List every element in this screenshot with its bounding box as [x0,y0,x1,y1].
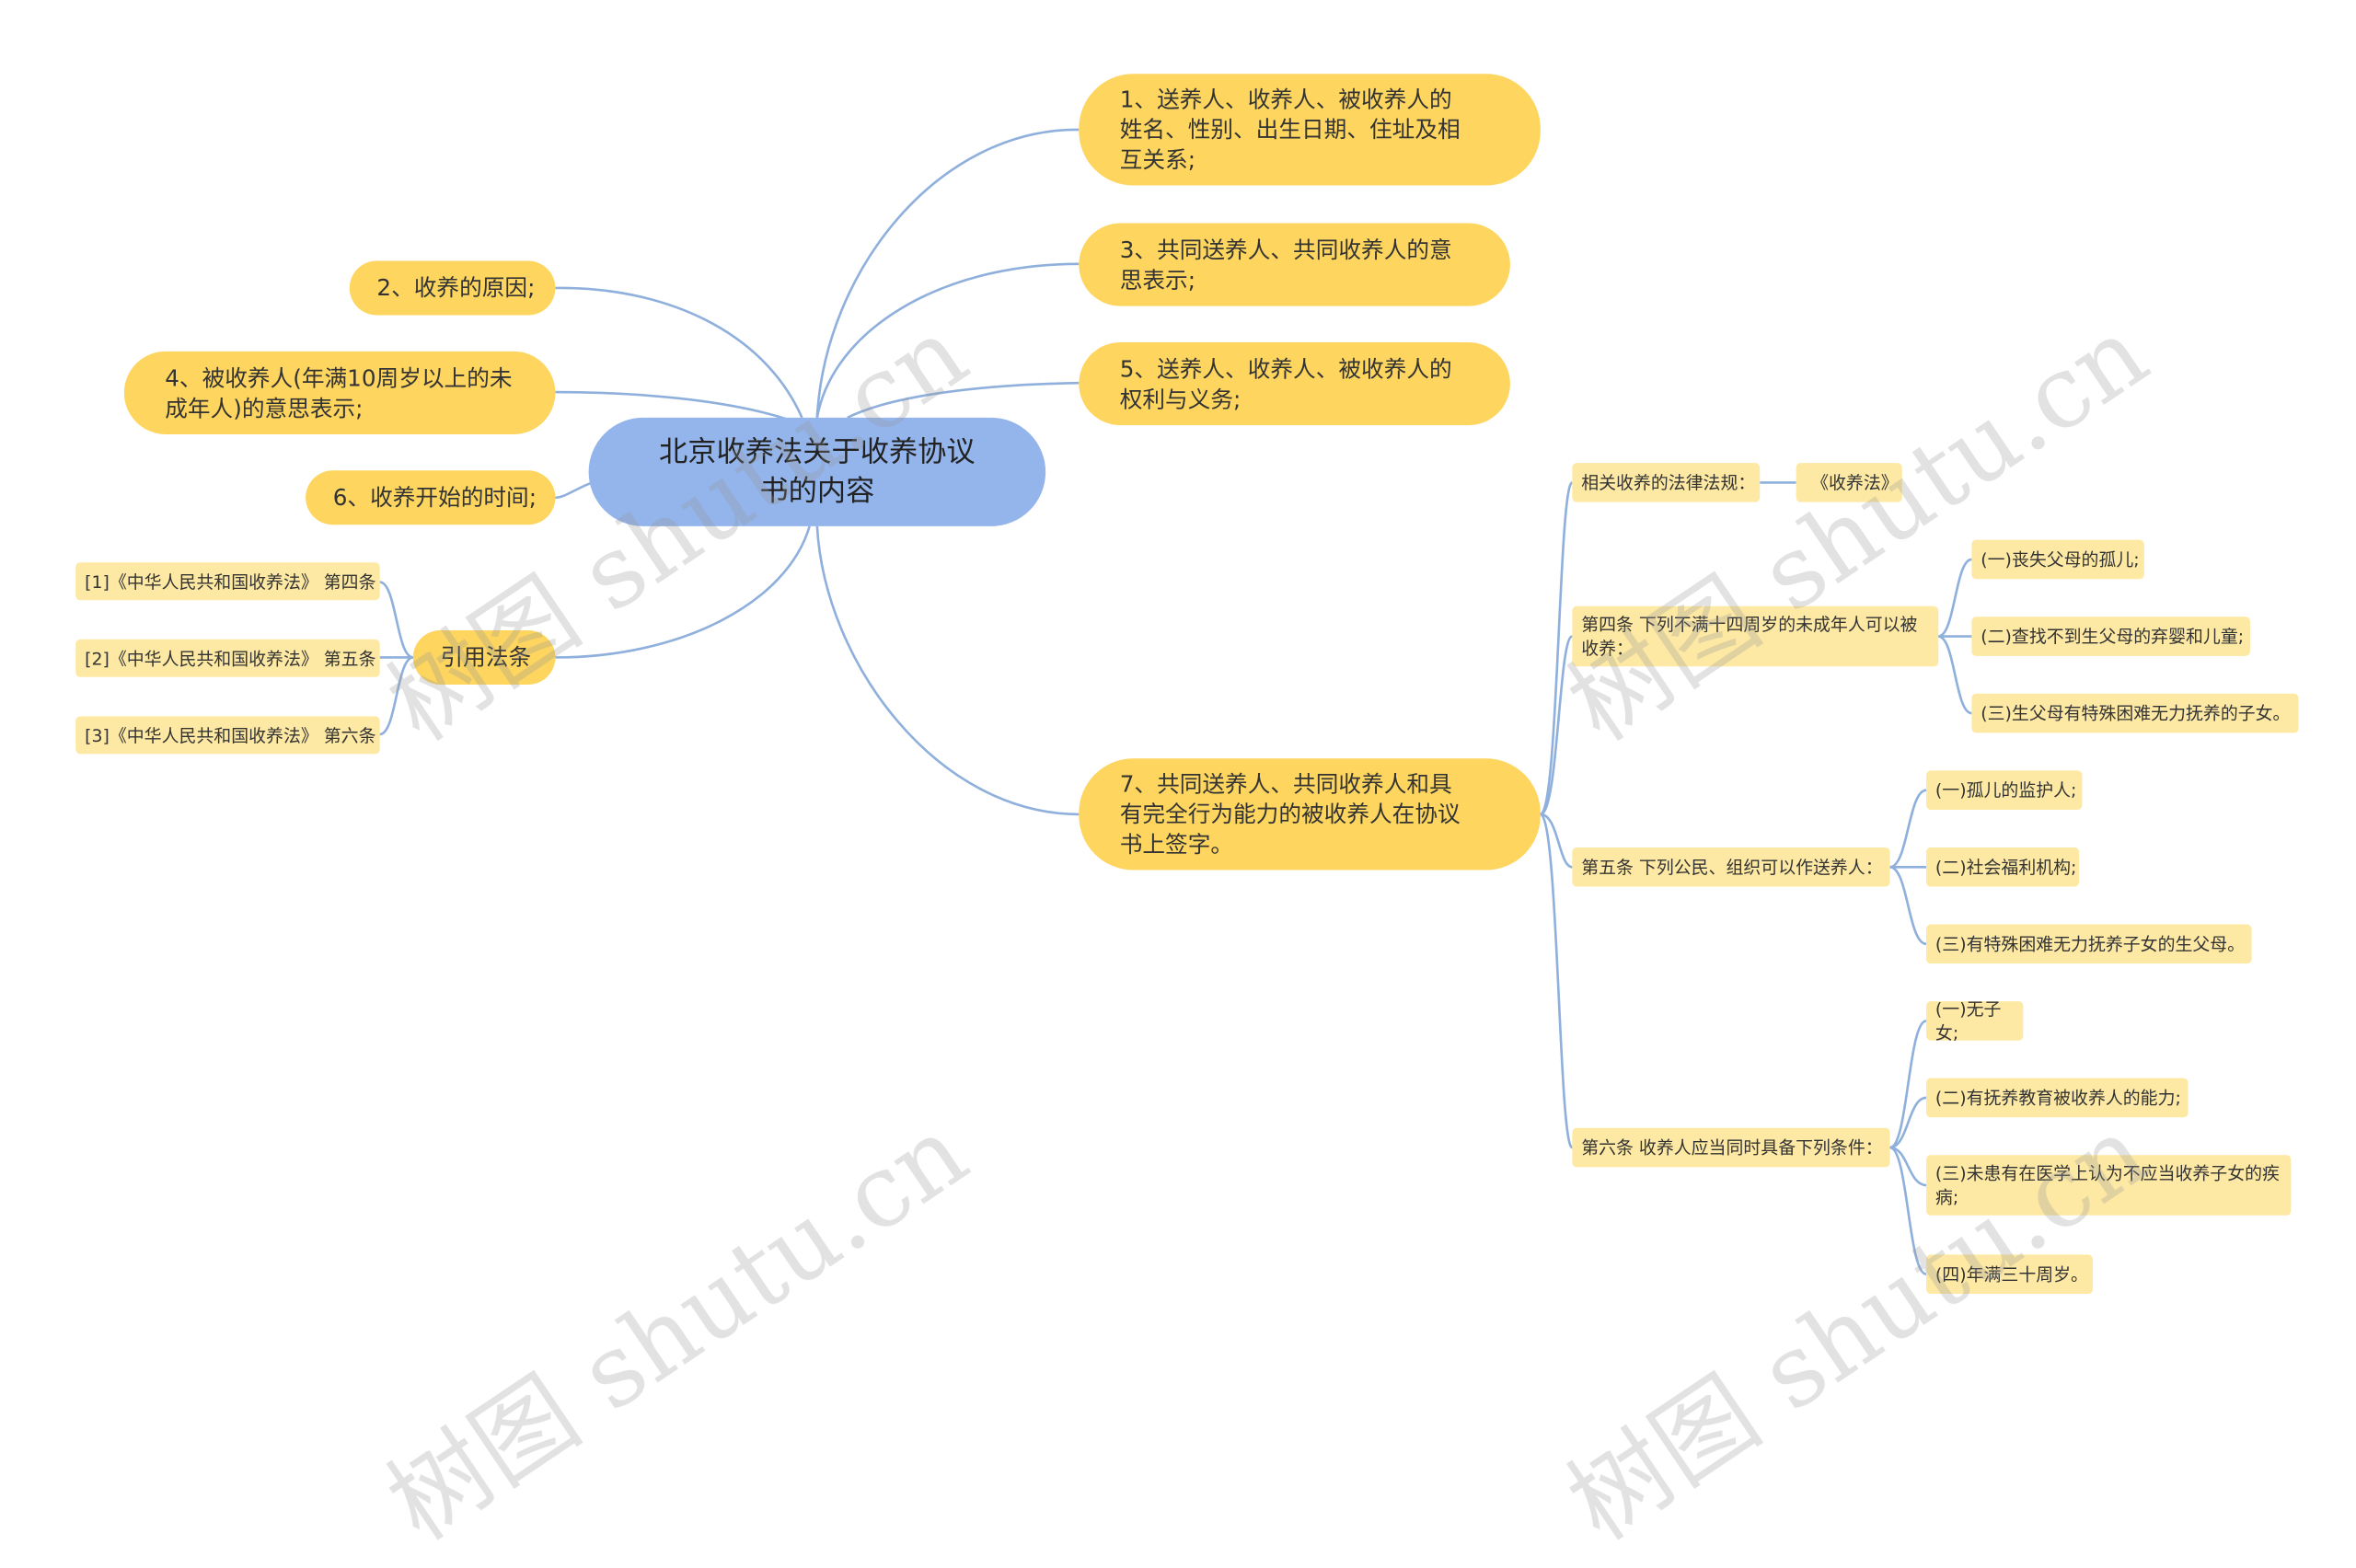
topic-item-5-label: 5、送养人、收养人、被收养人的 权利与义务; [1119,354,1452,413]
link-art6-2 [1889,1096,1927,1149]
link-cite-3 [379,656,414,736]
topic-item-2[interactable]: 2、收养的原因; [349,260,556,316]
topic-item-6-label: 6、收养开始的时间; [332,484,537,512]
topic-item-3[interactable]: 3、共同送养人、共同收养人的意 思表示; [1079,223,1510,306]
article-6-item-4-label: (四)年满三十周岁。 [1934,1263,2088,1286]
article-5-item-2-label: (二)社会福利机构; [1934,856,2077,878]
citation-2-label: [2]《中华人民共和国收养法》 第五条 [85,647,376,669]
article-6-item-2[interactable]: (二)有抚养教育被收养人的能力; [1926,1078,2189,1118]
topic-item-4-label: 4、被收养人(年满10周岁以上的未 成年人)的意思表示; [165,363,513,422]
article-4-item-2-label: (二)查找不到生父母的弃婴和儿童; [1981,626,2245,648]
article-6-item-1-label: (一)无子女; [1934,997,2002,1043]
law-related[interactable]: 相关收养的法律法规： [1572,463,1761,502]
article-6-item-1[interactable]: (一)无子女; [1926,998,2024,1043]
article-4-item-3-label: (三)生父母有特殊困难无力抚养的子女。 [1981,702,2291,724]
link-cite-1 [379,581,414,659]
topic-item-2-label: 2、收养的原因; [376,274,536,302]
article-6[interactable]: 第六条 收养人应当同时具备下列条件： [1572,1127,1890,1168]
article-6-item-4[interactable]: (四)年满三十周岁。 [1926,1254,2093,1295]
root-topic-label: 北京收养法关于收养协议 书的内容 [659,435,976,509]
link-art4-3 [1937,635,1972,715]
article-4-item-3[interactable]: (三)生父母有特殊困难无力抚养的子女。 [1971,693,2299,733]
law-name-label: 《收养法》 [1811,471,1899,493]
link-root-item1 [815,128,1080,418]
link-art5-1 [1889,789,1927,869]
article-5[interactable]: 第五条 下列公民、组织可以作送养人： [1572,847,1890,887]
law-name[interactable]: 《收养法》 [1796,463,1902,502]
link-root-item5 [847,381,1080,420]
topic-item-3-label: 3、共同送养人、共同收养人的意 思表示; [1119,236,1452,294]
link-art6-1 [1889,1020,1927,1149]
topic-item-4[interactable]: 4、被收养人(年满10周岁以上的未 成年人)的意思表示; [123,351,556,434]
topic-item-1[interactable]: 1、送养人、收养人、被收养人的 姓名、性别、出生日期、住址及相 互关系; [1079,74,1541,186]
citation-1-label: [1]《中华人民共和国收养法》 第四条 [85,571,376,593]
citation-2[interactable]: [2]《中华人民共和国收养法》 第五条 [75,639,380,677]
article-4[interactable]: 第四条 下列不满十四周岁的未成年人可以被 收养： [1572,605,1939,667]
article-6-item-3-label: (三)未患有在医学上认为不应当收养子女的疾 病; [1934,1162,2280,1208]
mind-map-canvas: 北京收养法关于收养协议 书的内容 1、送养人、收养人、被收养人的 姓名、性别、出… [75,74,2299,1562]
article-5-item-1-label: (一)孤儿的监护人; [1934,779,2077,801]
article-4-item-1[interactable]: (一)丧失父母的孤儿; [1971,539,2144,580]
citation-3[interactable]: [3]《中华人民共和国收养法》 第六条 [75,716,380,755]
topic-item-7[interactable]: 7、共同送养人、共同收养人和具 有完全行为能力的被收养人在协议 书上签字。 [1079,758,1541,870]
article-6-item-3[interactable]: (三)未患有在医学上认为不应当收养子女的疾 病; [1926,1155,2292,1216]
link-item7-art4 [1540,635,1574,816]
article-5-item-2[interactable]: (二)社会福利机构; [1926,847,2080,887]
article-5-item-1[interactable]: (一)孤儿的监护人; [1926,770,2083,810]
article-4-item-2[interactable]: (二)查找不到生父母的弃婴和儿童; [1971,617,2250,656]
link-root-item3 [815,262,1080,419]
link-item7-related [1539,481,1574,816]
topic-cite-laws-label: 引用法条 [440,643,532,672]
topic-item-7-label: 7、共同送养人、共同收养人和具 有完全行为能力的被收养人在协议 书上签字。 [1119,770,1461,859]
article-5-item-3-label: (三)有特殊困难无力抚养子女的生父母。 [1934,933,2246,955]
link-root-item2 [555,286,803,419]
root-topic[interactable]: 北京收养法关于收养协议 书的内容 [588,417,1046,526]
topic-cite-laws[interactable]: 引用法条 [412,629,556,685]
article-4-label: 第四条 下列不满十四周岁的未成年人可以被 收养： [1581,613,1918,660]
link-art6-3 [1889,1146,1927,1187]
topic-item-1-label: 1、送养人、收养人、被收养人的 姓名、性别、出生日期、住址及相 互关系; [1119,86,1461,174]
article-5-label: 第五条 下列公民、组织可以作送养人： [1581,856,1883,878]
topic-item-6[interactable]: 6、收养开始的时间; [306,470,556,525]
article-5-item-3[interactable]: (三)有特殊困难无力抚养子女的生父母。 [1926,924,2252,964]
link-art5-3 [1889,865,1927,946]
topic-item-5[interactable]: 5、送养人、收养人、被收养人的 权利与义务; [1079,341,1510,426]
link-root-item7 [815,525,1080,816]
article-4-item-1-label: (一)丧失父母的孤儿; [1981,548,2140,571]
link-art4-1 [1937,558,1972,638]
citation-1[interactable]: [1]《中华人民共和国收养法》 第四条 [75,562,380,601]
link-item7-art6 [1539,813,1574,1149]
link-root-item4 [555,390,788,421]
link-art6-4 [1889,1146,1927,1276]
connector-lines [379,128,1972,1276]
article-6-item-2-label: (二)有抚养教育被收养人的能力; [1934,1087,2181,1109]
article-6-label: 第六条 收养人应当同时具备下列条件： [1581,1136,1883,1159]
link-item7-art5 [1540,813,1573,869]
citation-3-label: [3]《中华人民共和国收养法》 第六条 [85,724,376,746]
law-related-label: 相关收养的法律法规： [1581,471,1756,493]
link-root-cite [555,525,811,659]
